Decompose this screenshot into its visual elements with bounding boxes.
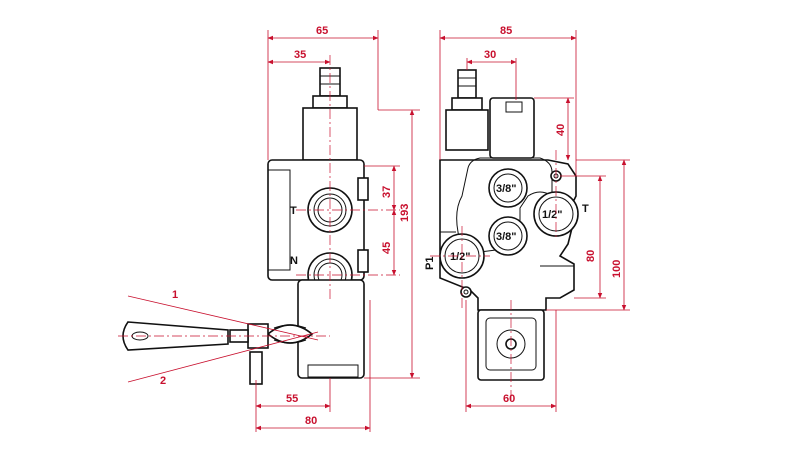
side-port-n-label: N xyxy=(290,255,298,267)
side-view: 1 2 T N 65 35 193 37 45 55 xyxy=(118,25,420,432)
dim-front-85: 85 xyxy=(500,25,512,37)
front-cap xyxy=(489,97,535,159)
side-port-t-label: T xyxy=(290,205,297,217)
port-3-8-top xyxy=(488,168,528,208)
port-label-right: 1/2" xyxy=(542,209,563,221)
lever-boot xyxy=(266,324,314,344)
dim-front-30: 30 xyxy=(484,49,496,61)
dim-side-35: 35 xyxy=(294,49,306,61)
dim-front-60: 60 xyxy=(503,393,515,405)
dim-front-80: 80 xyxy=(585,250,597,262)
port-label-p1: P1 xyxy=(424,257,436,270)
dim-front-40: 40 xyxy=(555,124,567,136)
dim-side-65: 65 xyxy=(316,25,328,37)
dim-side-193: 193 xyxy=(399,204,411,222)
dim-side-37: 37 xyxy=(381,186,393,198)
port-label-top: 3/8" xyxy=(496,183,517,195)
front-relief-screw xyxy=(457,69,477,99)
dim-side-55: 55 xyxy=(286,393,298,405)
spool-housing xyxy=(297,279,365,379)
lever-line-1 xyxy=(127,295,319,341)
dim-side-45: 45 xyxy=(381,242,393,254)
port-3-8-center xyxy=(488,216,528,256)
lever-label-2: 2 xyxy=(160,375,166,387)
front-view: 3/8" 1/2" 3/8" 1/2" T P1 85 30 40 80 xyxy=(424,25,630,412)
port-label-center: 3/8" xyxy=(496,231,517,243)
lever-line-2 xyxy=(127,331,319,383)
mount-hole-bottom xyxy=(460,286,472,298)
dim-front-100: 100 xyxy=(611,260,623,278)
lever-stem xyxy=(249,351,263,385)
port-label-t: T xyxy=(582,203,589,215)
dim-side-80: 80 xyxy=(305,415,317,427)
front-relief-housing xyxy=(445,109,489,151)
lever-label-1: 1 xyxy=(172,289,178,301)
port-label-left: 1/2" xyxy=(450,251,471,263)
